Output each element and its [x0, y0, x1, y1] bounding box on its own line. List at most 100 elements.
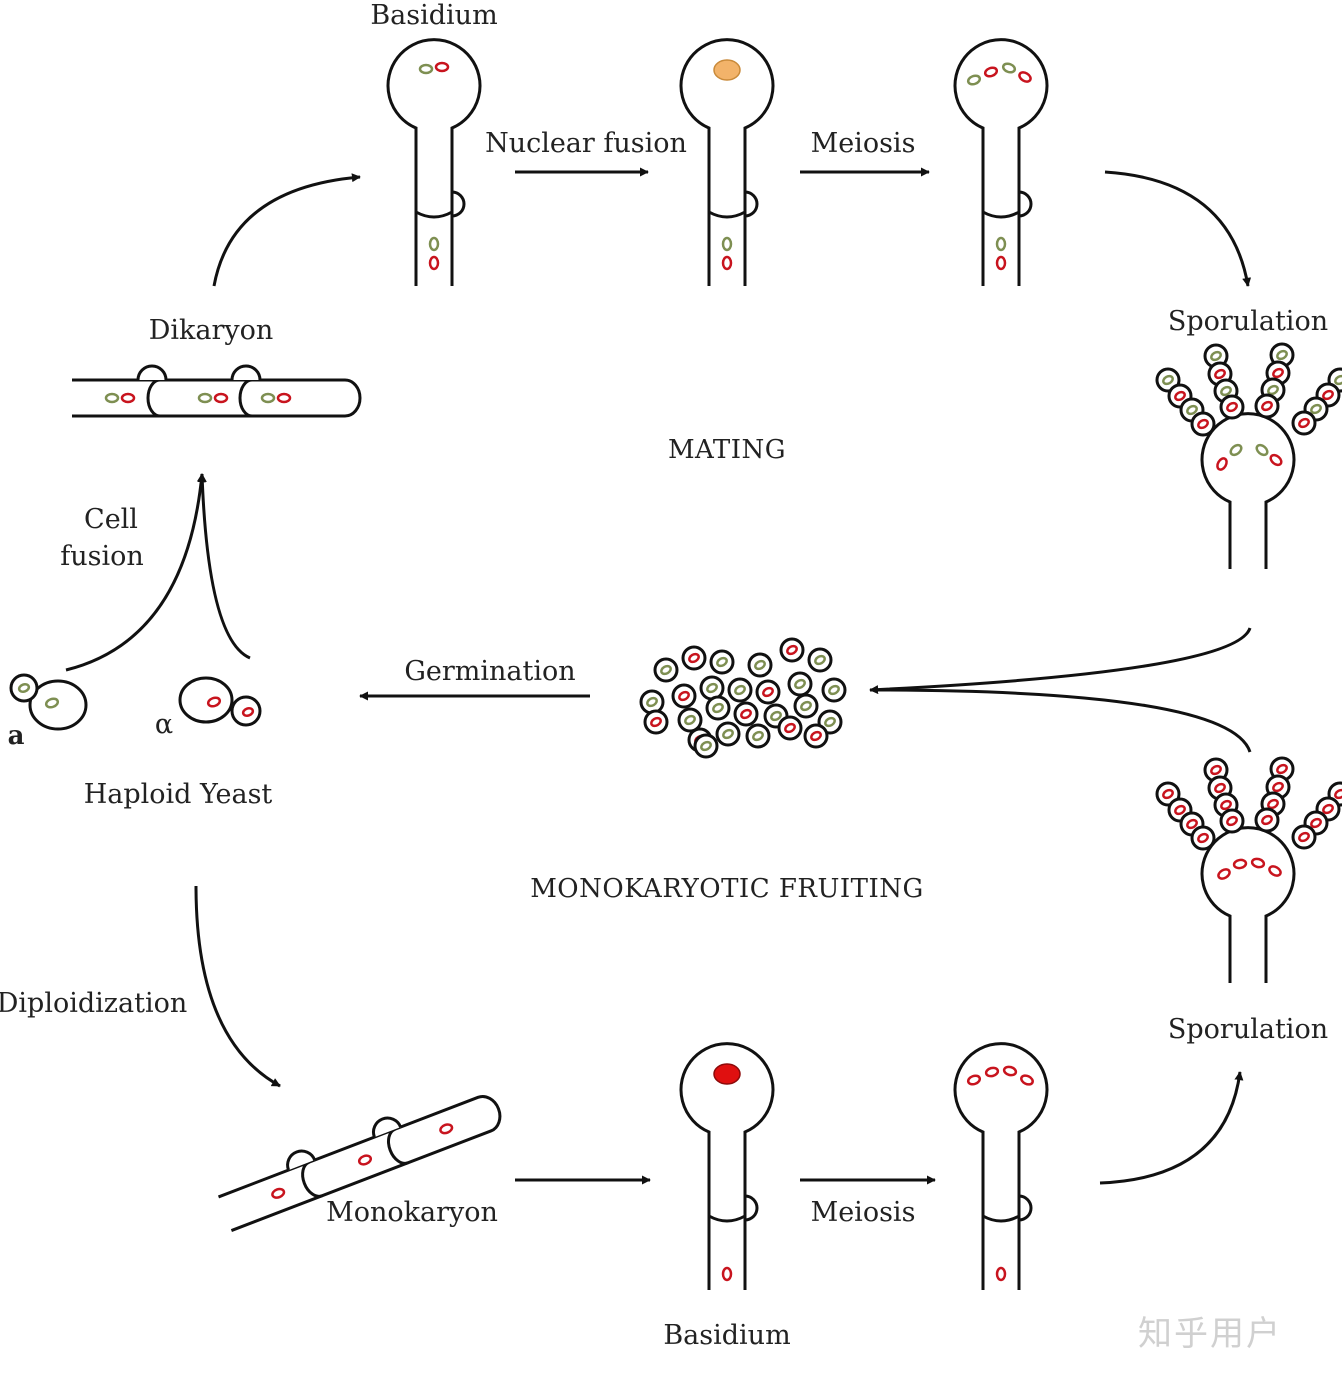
- spore-nucleus: [1226, 815, 1238, 827]
- monokaryon-hypha: [217, 1095, 502, 1232]
- nucleus: [44, 697, 60, 709]
- clamp-connection: [230, 364, 262, 381]
- spore-nucleus: [646, 696, 658, 708]
- clamp-connection: [744, 1194, 759, 1222]
- label-monokaryon: Monokaryon: [326, 1197, 498, 1228]
- spore-nucleus: [1276, 349, 1288, 361]
- nucleus: [1250, 857, 1266, 869]
- yeast-cell: [178, 676, 234, 724]
- nucleus: [428, 255, 440, 271]
- basidium-outline: [953, 38, 1049, 286]
- spore-nucleus: [684, 714, 696, 726]
- septum: [982, 210, 1020, 219]
- fused-nucleus: [713, 59, 741, 81]
- nucleus: [966, 74, 982, 86]
- label-cell-fusion-line1: Cell: [84, 504, 138, 535]
- label-mating-type-alpha: α: [155, 709, 173, 740]
- nucleus: [983, 66, 999, 78]
- spore-nucleus: [1162, 374, 1174, 386]
- spore-nucleus: [1310, 403, 1322, 415]
- spore-nucleus: [1220, 799, 1232, 811]
- label-diploidization: Diploidization: [0, 988, 187, 1019]
- spore-nucleus: [786, 644, 798, 656]
- arrow-cell-fusion-alpha: [197, 473, 251, 660]
- spore-nucleus: [678, 690, 690, 702]
- nucleus: [1217, 868, 1231, 880]
- spore-nucleus: [828, 684, 840, 696]
- clamp-connection: [451, 190, 466, 218]
- label-haploid-yeast: Haploid Yeast: [84, 779, 273, 810]
- nucleus: [1018, 71, 1032, 83]
- spore-nucleus: [1210, 764, 1222, 776]
- label-monokaryotic-fruiting-section: MONOKARYOTIC FRUITING: [530, 874, 924, 904]
- spore-nucleus: [722, 728, 734, 740]
- spore-nucleus: [1214, 368, 1226, 380]
- basidium-diploid: [679, 1042, 775, 1290]
- nucleus: [721, 1266, 733, 1282]
- septum: [415, 210, 453, 219]
- label-meiosis-bottom: Meiosis: [811, 1197, 916, 1228]
- clamp-connection: [1018, 190, 1033, 218]
- label-germination: Germination: [404, 656, 575, 687]
- clamp-connection: [372, 1116, 402, 1138]
- arrow-diploidization: [194, 885, 281, 1088]
- nucleus: [197, 392, 213, 404]
- nucleus: [721, 236, 733, 252]
- spore-nucleus: [1226, 401, 1238, 413]
- spore-nucleus: [716, 656, 728, 668]
- septum: [238, 378, 253, 418]
- spore-nucleus: [734, 684, 746, 696]
- arrow-to-sporulation-top: [1104, 170, 1252, 287]
- haploid-yeast-a: [9, 673, 88, 731]
- spore-nucleus: [650, 716, 662, 728]
- nucleus: [984, 1066, 1000, 1078]
- nucleus: [966, 1074, 982, 1086]
- nucleus: [1020, 1074, 1034, 1086]
- spore-nucleus: [1272, 781, 1284, 793]
- septum: [301, 1160, 323, 1198]
- spore-nucleus: [1174, 804, 1186, 816]
- watermark-text: 知乎用户: [1138, 1314, 1282, 1354]
- nucleus: [1268, 865, 1282, 877]
- nucleus: [434, 61, 450, 73]
- spore-nucleus: [1322, 389, 1334, 401]
- spore-nucleus: [740, 708, 752, 720]
- label-basidium-top: Basidium: [370, 0, 497, 31]
- spore-nucleus: [1298, 831, 1310, 843]
- nucleus: [1229, 443, 1243, 457]
- nucleus: [428, 236, 440, 252]
- septum: [387, 1127, 409, 1165]
- spore-nucleus: [1276, 763, 1288, 775]
- nucleus: [439, 1123, 454, 1135]
- arrow-cell-fusion-a: [65, 473, 206, 672]
- yeast-cell: [28, 679, 88, 731]
- nucleus: [1255, 443, 1269, 457]
- spore-nucleus: [1322, 803, 1334, 815]
- spore-nucleus: [1261, 400, 1273, 412]
- arrow-dikaryon-to-basidium: [212, 173, 361, 287]
- basidium-fused-nucleus: [679, 38, 775, 286]
- nucleus: [241, 707, 255, 717]
- spore-nucleus: [1310, 817, 1322, 829]
- basidium-dikaryotic: [386, 38, 482, 286]
- nucleus: [1216, 457, 1228, 471]
- nucleus: [271, 1187, 286, 1199]
- nucleus: [418, 63, 434, 75]
- spore-nucleus: [800, 700, 812, 712]
- nucleus: [995, 236, 1007, 252]
- nucleus: [995, 255, 1007, 271]
- spore-nucleus: [810, 730, 822, 742]
- spore-nucleus: [1214, 782, 1226, 794]
- clamp-connection: [744, 190, 759, 218]
- basidium-outline: [679, 38, 775, 286]
- spore-nucleus: [1197, 832, 1209, 844]
- septum: [146, 378, 161, 418]
- nucleus: [206, 696, 222, 708]
- clamp-connection: [136, 364, 168, 381]
- spore-nucleus: [770, 710, 782, 722]
- spore-nucleus: [814, 654, 826, 666]
- nucleus: [120, 392, 136, 404]
- spore-nucleus: [1267, 384, 1279, 396]
- dikaryon-hypha: [72, 364, 362, 418]
